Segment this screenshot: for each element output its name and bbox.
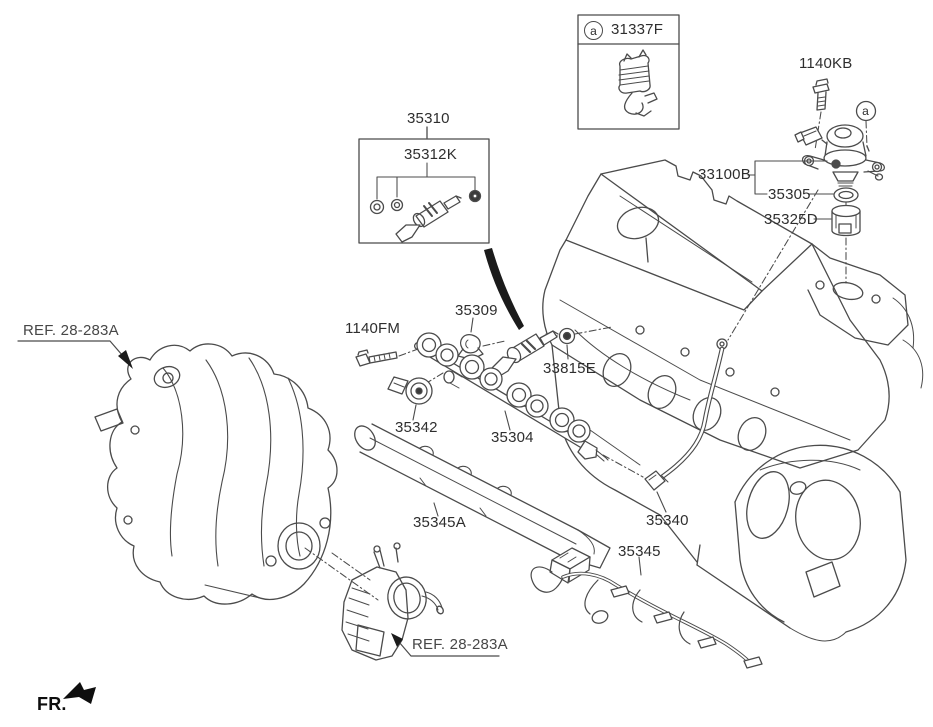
throttle-body-drawing (341, 542, 444, 661)
rail-bolt-drawing (355, 349, 398, 367)
part-label-35345a: 35345A (413, 514, 466, 531)
front-direction-arrow (63, 682, 96, 704)
part-label-35310: 35310 (407, 110, 450, 127)
part-label-33100b: 33100B (698, 166, 751, 183)
engine-drawing (542, 159, 924, 642)
front-direction-label: FR. (37, 694, 67, 714)
injector-harness-drawing (530, 547, 763, 669)
pump-oring-drawing (833, 187, 859, 203)
part-label-33815e: 33815E (543, 360, 596, 377)
rail-protector-drawing (354, 423, 611, 569)
part-label-35309: 35309 (455, 302, 498, 319)
ref-leader-left (17, 340, 133, 369)
pressure-sensor-drawing (387, 376, 433, 421)
injector-clip-drawing (457, 317, 484, 359)
part-label-35340: 35340 (646, 512, 689, 529)
part-label-35312k: 35312K (404, 146, 457, 163)
roller-tappet-drawing (831, 204, 861, 237)
high-pressure-pipe-drawing (644, 338, 728, 513)
part-label-1140kb: 1140KB (799, 55, 853, 72)
part-label-35304: 35304 (491, 429, 534, 446)
part-label-35325d: 35325D (764, 211, 818, 228)
ref-label-bottom: REF. 28-283A (412, 636, 508, 653)
part-label-35345: 35345 (618, 543, 661, 560)
ref-leader-bottom (391, 633, 500, 657)
part-label-31337f: 31337F (611, 21, 664, 38)
part-label-35305: 35305 (768, 186, 811, 203)
callout-letter-a-box: a (584, 21, 603, 40)
injector-kit-box (358, 126, 490, 244)
high-pressure-pump-drawing (794, 78, 886, 190)
intake-manifold-drawing (94, 343, 338, 605)
fuel-rail-drawing (414, 332, 609, 462)
ref-label-left: REF. 28-283A (23, 322, 119, 339)
pump-callout-ring (855, 100, 877, 122)
part-label-35342: 35342 (395, 419, 438, 436)
callout-letter-a-pump: a (862, 103, 869, 118)
leader-lines-pump (747, 160, 834, 220)
part-label-1140fm: 1140FM (345, 320, 401, 337)
pointer-swoosh (484, 248, 524, 330)
